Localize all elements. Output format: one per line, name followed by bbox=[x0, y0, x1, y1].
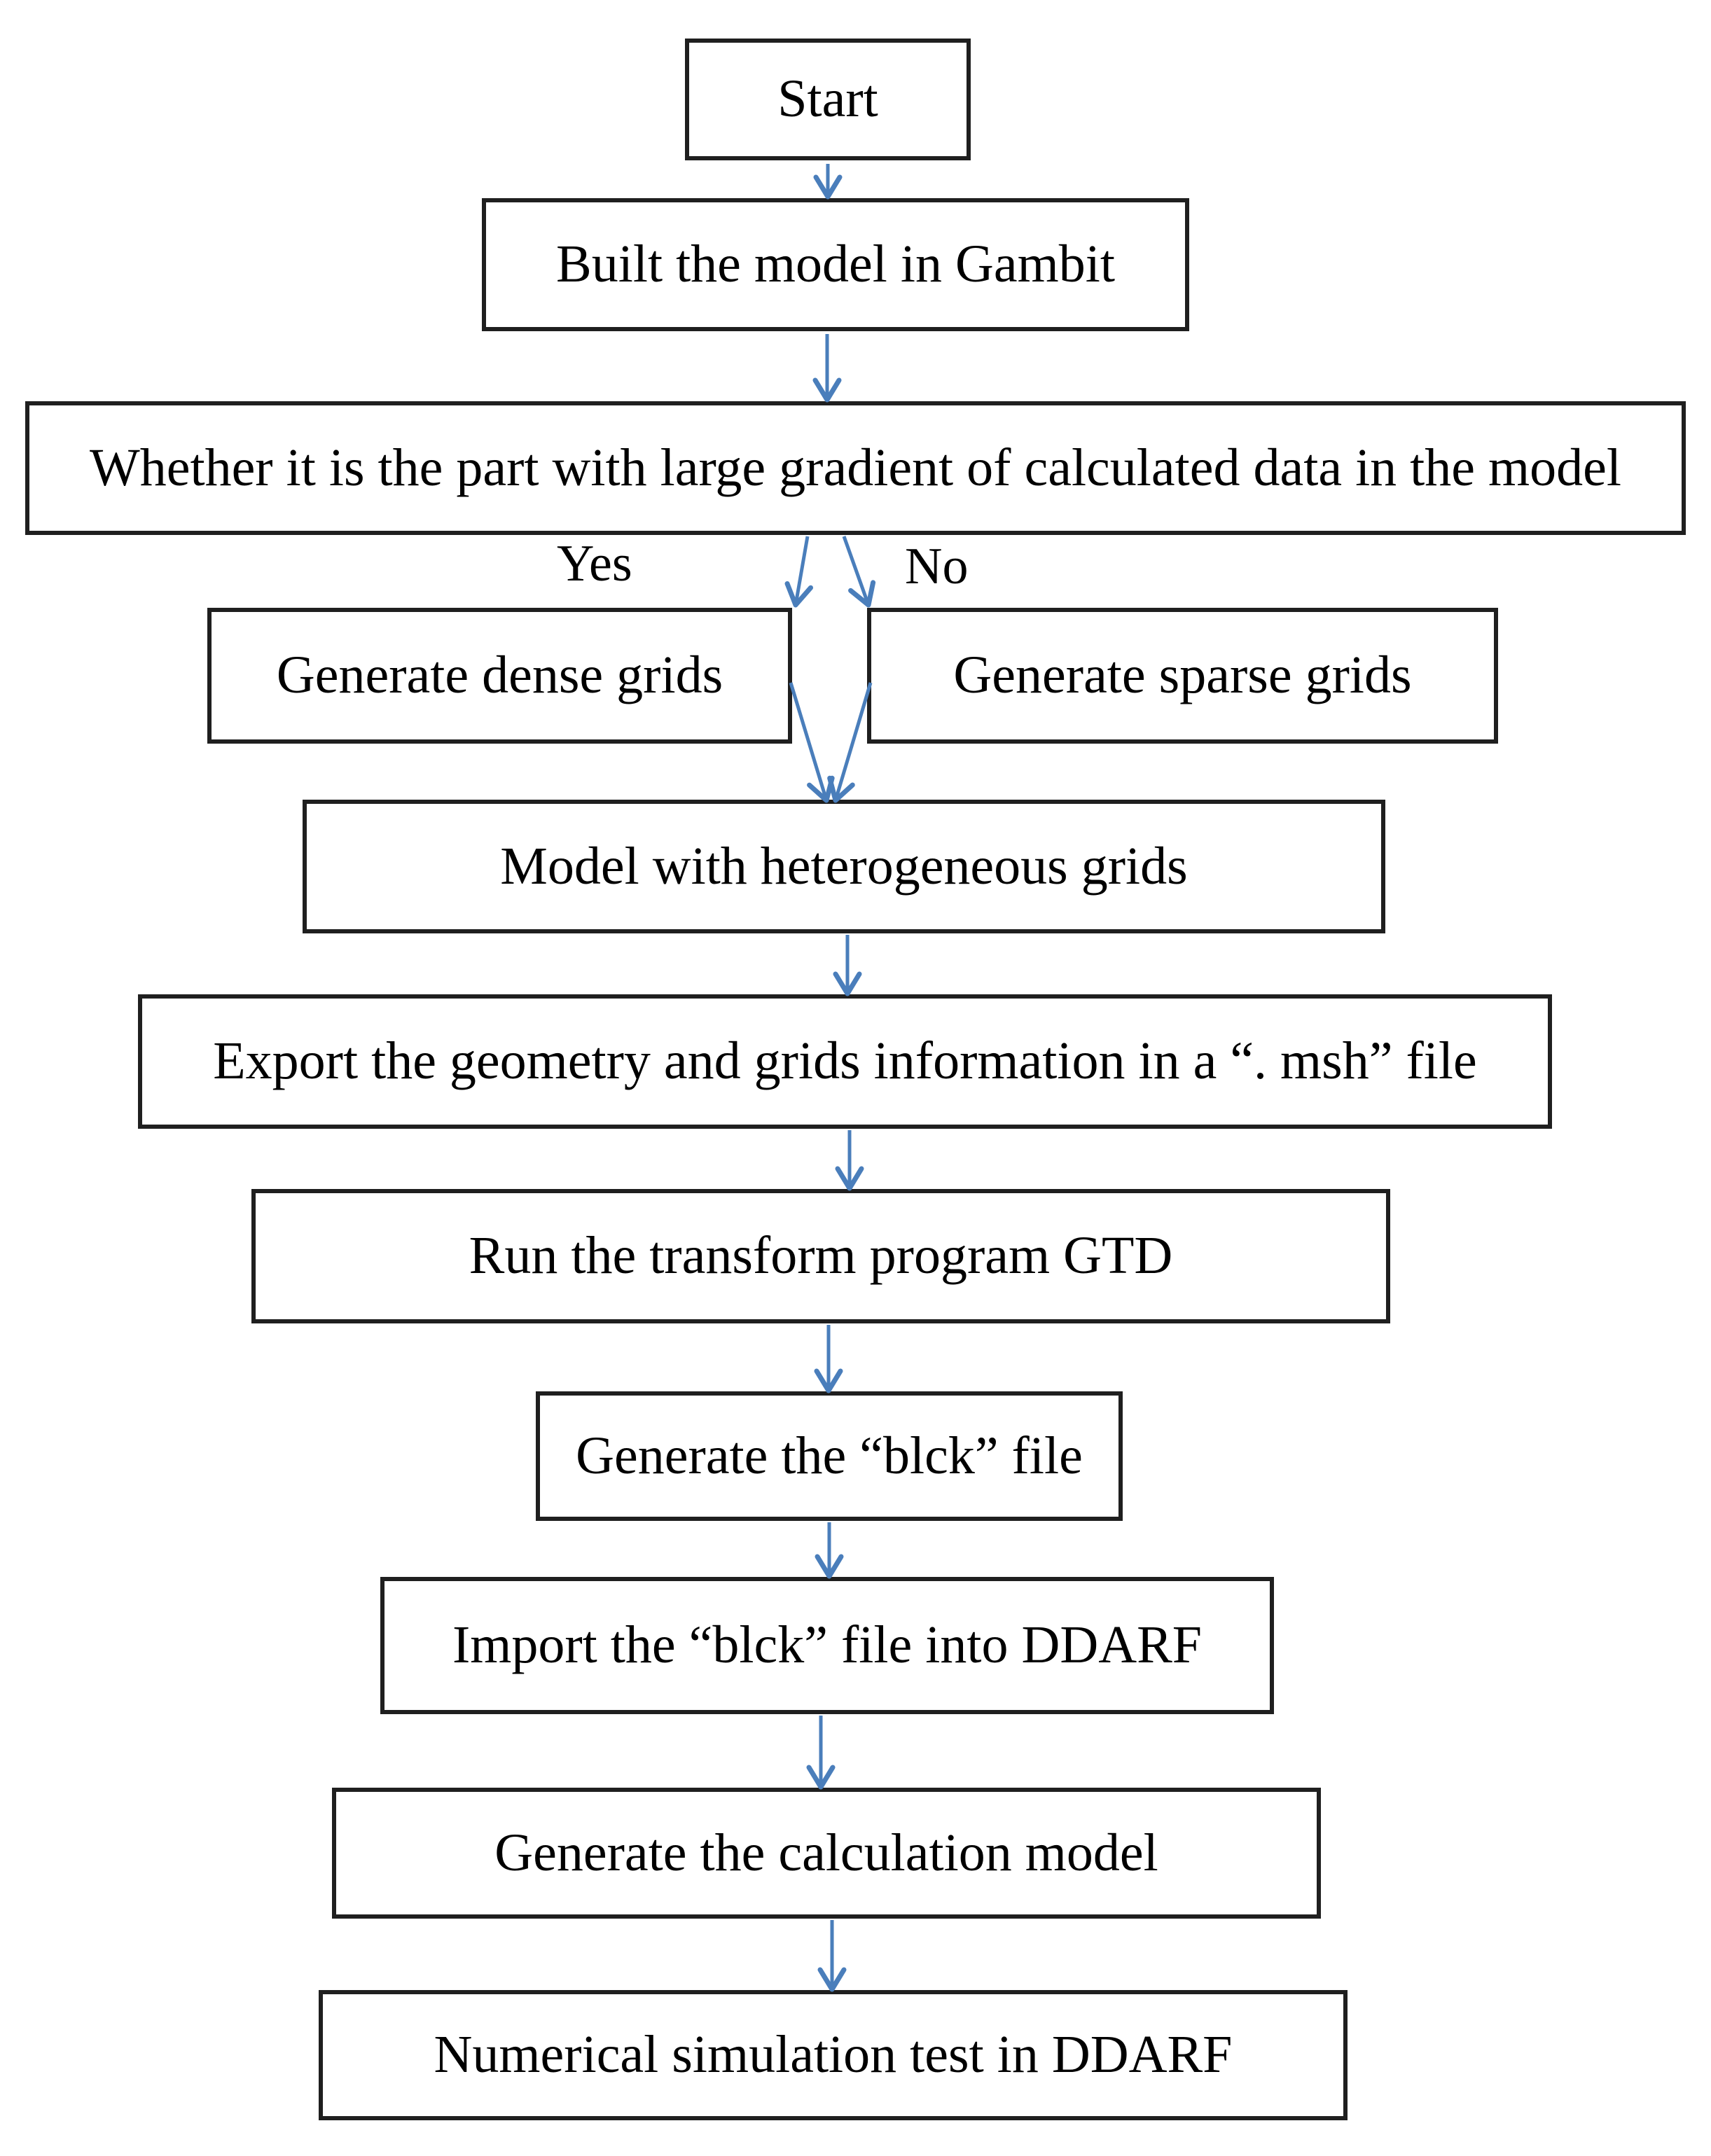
flow-node-heterogeneous-model-label: Model with heterogeneous grids bbox=[500, 836, 1188, 896]
flow-node-calculation-model: Generate the calculation model bbox=[332, 1788, 1321, 1919]
flow-node-sparse-grids-label: Generate sparse grids bbox=[953, 646, 1412, 705]
flow-node-heterogeneous-model: Model with heterogeneous grids bbox=[303, 800, 1385, 933]
flow-node-import-ddarf-label: Import the “blck” file into DDARF bbox=[452, 1615, 1203, 1675]
flow-node-run-gtd: Run the transform program GTD bbox=[251, 1189, 1390, 1323]
flow-node-run-gtd-label: Run the transform program GTD bbox=[469, 1226, 1173, 1286]
flow-node-start: Start bbox=[685, 39, 971, 160]
flow-node-import-ddarf: Import the “blck” file into DDARF bbox=[380, 1577, 1274, 1714]
flow-node-generate-blck: Generate the “blck” file bbox=[536, 1391, 1123, 1521]
flow-node-simulation-test-label: Numerical simulation test in DDARF bbox=[434, 2025, 1233, 2085]
flow-node-start-label: Start bbox=[777, 69, 878, 129]
flow-node-decision: Whether it is the part with large gradie… bbox=[25, 401, 1686, 535]
branch-label-yes: Yes bbox=[557, 535, 632, 592]
flow-node-sparse-grids: Generate sparse grids bbox=[867, 608, 1498, 744]
flow-node-generate-blck-label: Generate the “blck” file bbox=[576, 1426, 1083, 1485]
arrow-decision-yes-to-dense bbox=[784, 536, 814, 608]
flow-node-built-label: Built the model in Gambit bbox=[556, 235, 1115, 294]
flow-node-dense-grids: Generate dense grids bbox=[207, 608, 792, 744]
arrow-sparse-to-hetero bbox=[827, 682, 873, 803]
arrow-decision-no-to-sparse bbox=[842, 536, 876, 608]
flow-node-decision-label: Whether it is the part with large gradie… bbox=[89, 438, 1621, 497]
flow-node-export-msh: Export the geometry and grids informatio… bbox=[138, 994, 1552, 1129]
branch-label-no: No bbox=[905, 538, 969, 595]
flow-node-simulation-test: Numerical simulation test in DDARF bbox=[319, 1990, 1348, 2120]
flow-node-calculation-model-label: Generate the calculation model bbox=[494, 1823, 1158, 1882]
flow-node-export-msh-label: Export the geometry and grids informatio… bbox=[213, 1031, 1477, 1091]
arrow-dense-to-hetero bbox=[789, 682, 835, 803]
flow-node-built: Built the model in Gambit bbox=[482, 198, 1189, 331]
flow-node-dense-grids-label: Generate dense grids bbox=[276, 646, 723, 705]
